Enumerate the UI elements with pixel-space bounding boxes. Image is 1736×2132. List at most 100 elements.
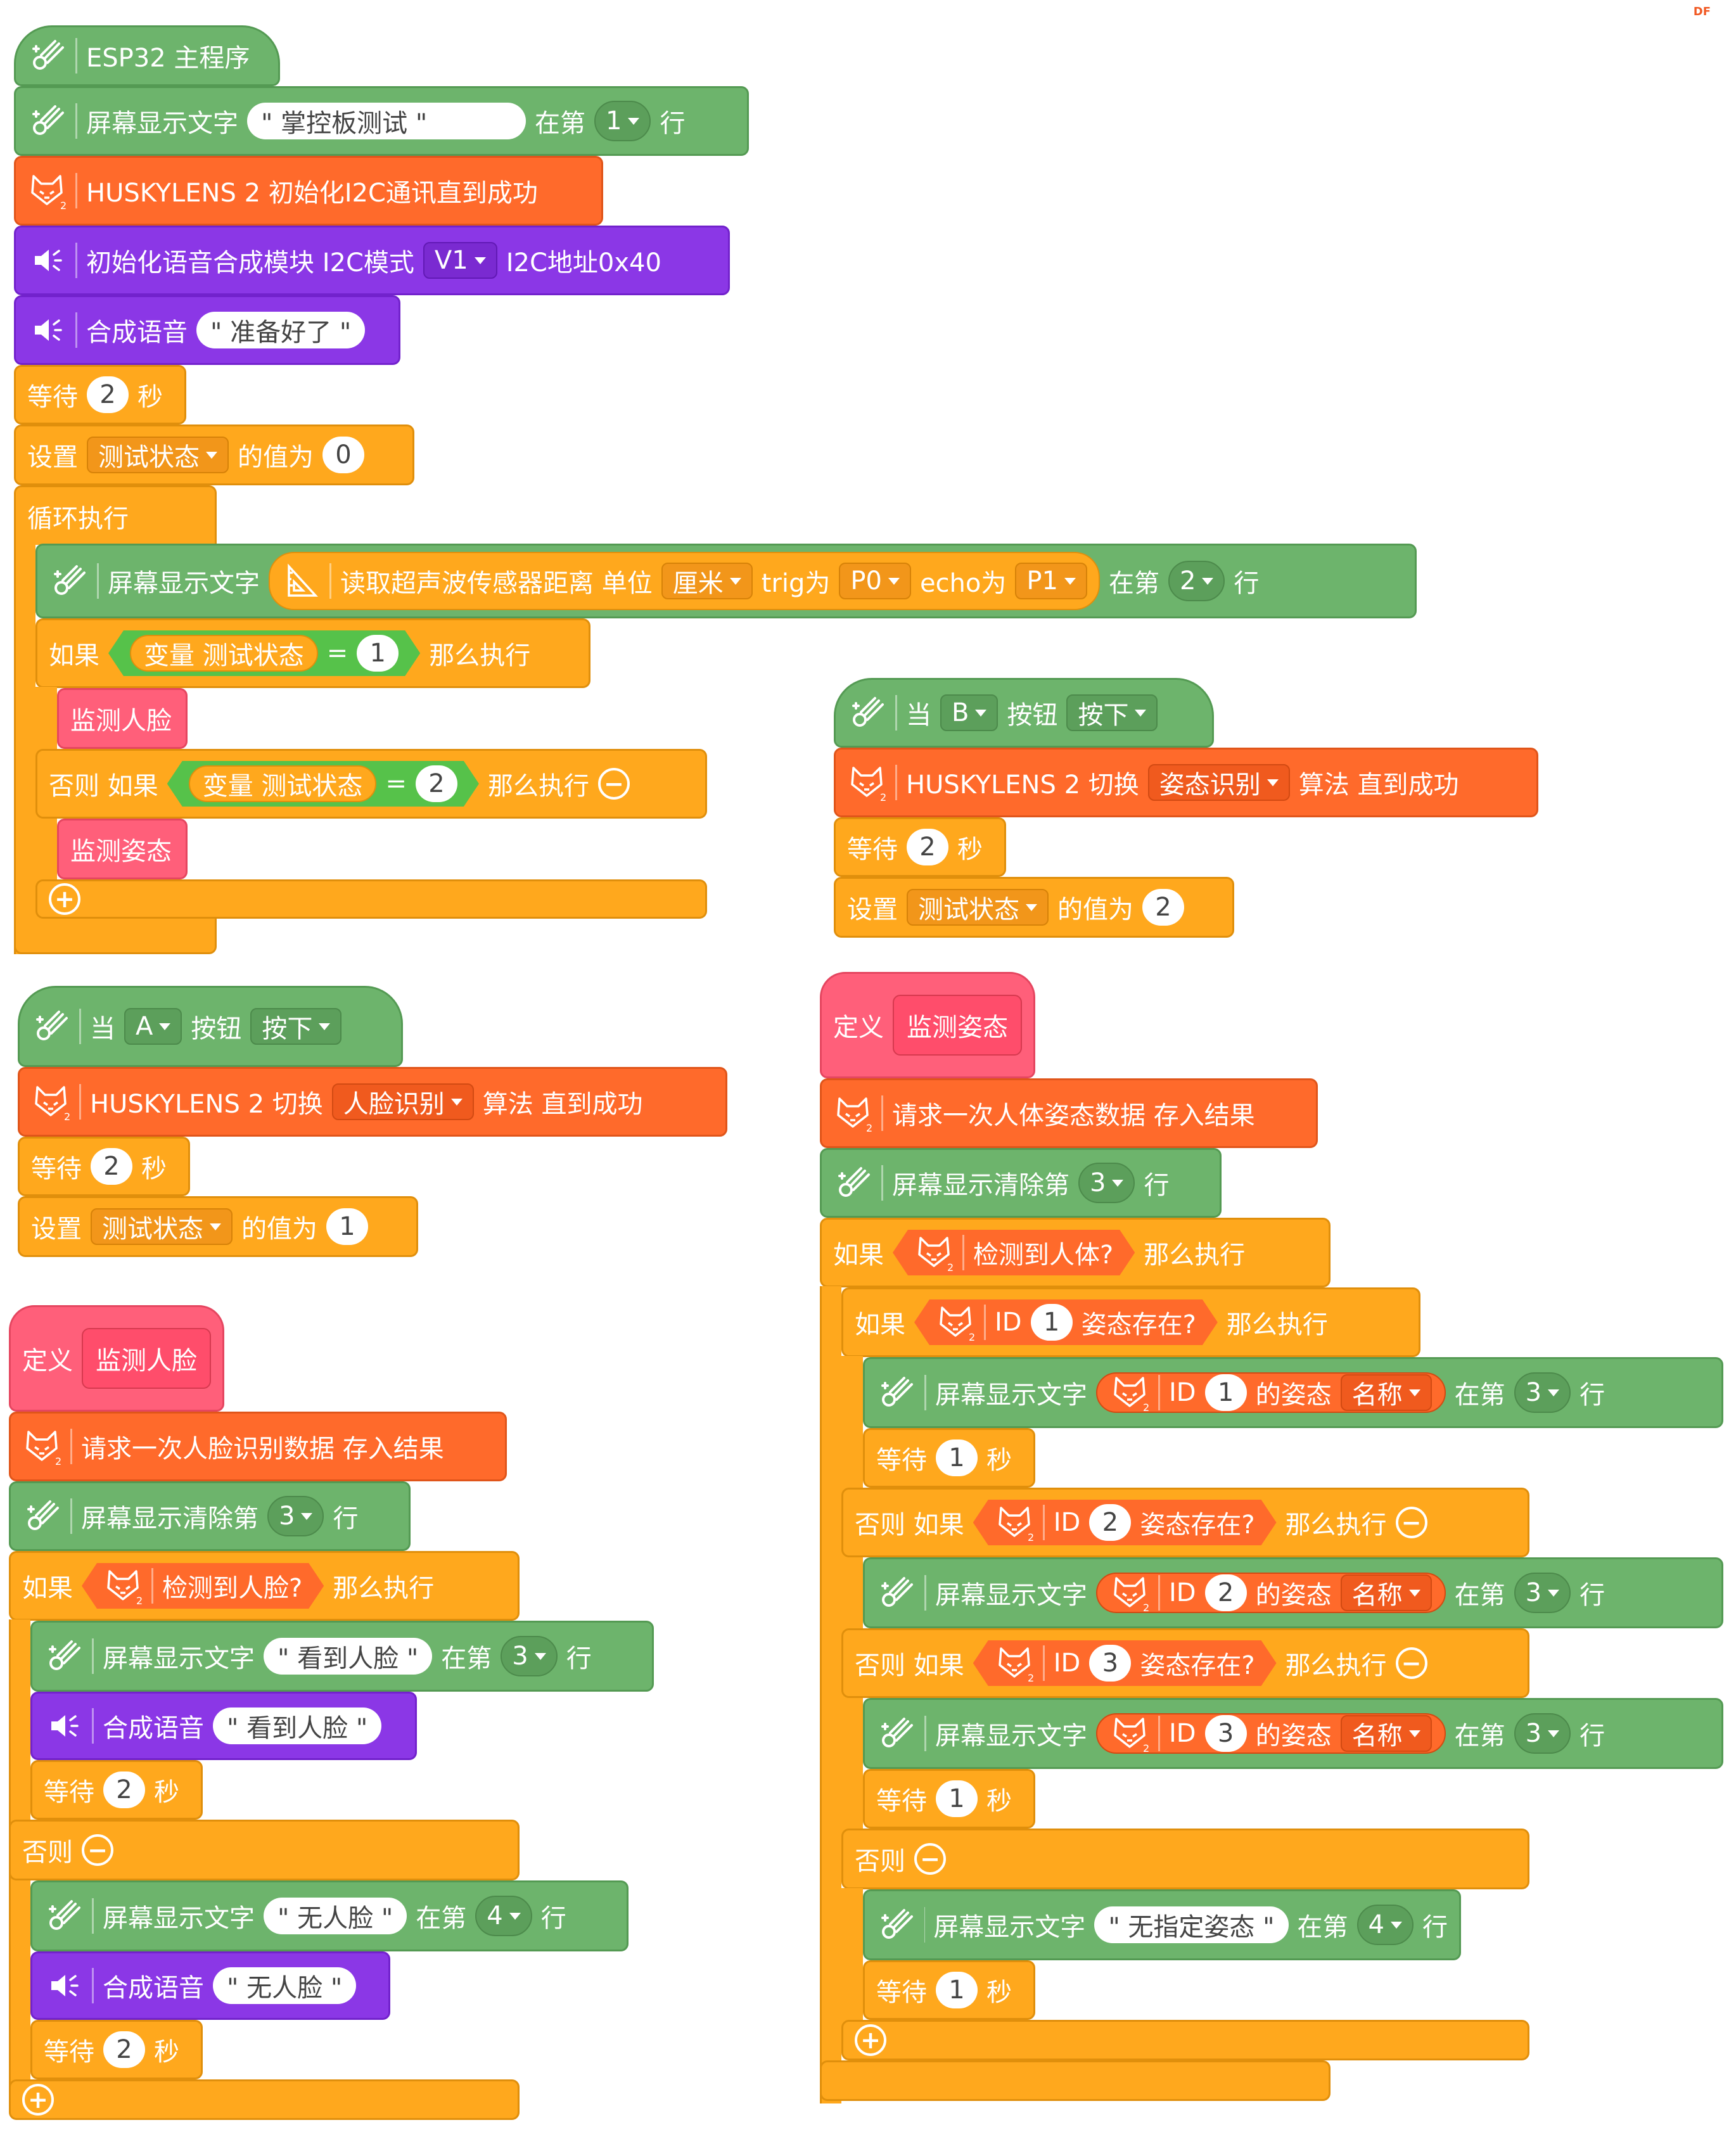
minus-icon[interactable]: − (597, 768, 630, 800)
variable-reporter[interactable]: 变量 测试状态 (130, 635, 318, 672)
procedure-name[interactable]: 监测姿态 (893, 995, 1022, 1056)
number-input[interactable]: 1 (326, 1208, 368, 1245)
main-hat-block[interactable]: ESP32 主程序 (14, 25, 280, 86)
if-face-block[interactable]: 如果 检测到人脸? 那么执行 (9, 1551, 520, 1621)
text-input[interactable]: " 无人脸 " (264, 1898, 407, 1934)
pose-reporter[interactable]: ID 1 的姿态 名称 (1096, 1372, 1446, 1413)
oled-pose-block-2[interactable]: 屏幕显示文字 ID 2 的姿态 名称 在第 3 行 (863, 1557, 1723, 1628)
pose-reporter[interactable]: ID 3 的姿态 名称 (1096, 1713, 1446, 1754)
number-input[interactable]: 3 (1204, 1715, 1247, 1752)
face-detected-condition[interactable]: 检测到人脸? (82, 1563, 324, 1609)
oled-text-block-1[interactable]: 屏幕显示文字 " 掌控板测试 " 在第 1 行 (14, 86, 749, 156)
row-dropdown[interactable]: 4 (475, 1896, 532, 1936)
button-a-hat[interactable]: 当 A 按钮 按下 (18, 986, 403, 1067)
equals-condition[interactable]: 变量 测试状态 = 1 (108, 630, 420, 676)
minus-icon[interactable]: − (1395, 1507, 1427, 1538)
oled-pose-block-3[interactable]: 屏幕显示文字 ID 3 的姿态 名称 在第 3 行 (863, 1698, 1723, 1769)
variable-dropdown[interactable]: 测试状态 (87, 437, 229, 473)
variable-reporter[interactable]: 变量 测试状态 (189, 765, 377, 802)
number-input[interactable]: 2 (1204, 1574, 1247, 1611)
if-block[interactable]: 如果 变量 测试状态 = 1 那么执行 (35, 618, 590, 688)
number-input[interactable]: 1 (936, 1439, 978, 1476)
else-block[interactable]: 否则 − (9, 1820, 520, 1880)
define-face-block[interactable]: 定义 监测人脸 (9, 1305, 224, 1412)
number-input[interactable]: 2 (907, 829, 948, 865)
row-dropdown[interactable]: 3 (267, 1496, 324, 1536)
tts-init-block[interactable]: 初始化语音合成模块 I2C模式 V1 I2C地址0x40 (14, 226, 730, 295)
oled-text-block-2[interactable]: 屏幕显示文字 读取超声波传感器距离 单位 厘米 trig为 P0 echo为 P… (35, 544, 1417, 618)
row-dropdown[interactable]: 1 (594, 101, 651, 141)
wait-block[interactable]: 等待 2 秒 (30, 2020, 203, 2079)
wait-block[interactable]: 等待 2 秒 (834, 817, 1006, 877)
husky-switch-block-a[interactable]: HUSKYLENS 2 切换 人脸识别 算法 直到成功 (18, 1067, 727, 1137)
field-dropdown[interactable]: 名称 (1340, 1715, 1432, 1752)
wait-block[interactable]: 等待 1 秒 (863, 1428, 1035, 1488)
tts-say-block[interactable]: 合成语音 " 无人脸 " (30, 1951, 390, 2020)
set-var-block[interactable]: 设置 测试状态 的值为 0 (14, 424, 414, 485)
number-input[interactable]: 2 (87, 376, 129, 413)
row-dropdown[interactable]: 3 (1078, 1163, 1135, 1203)
wait-block[interactable]: 等待 2 秒 (18, 1137, 190, 1196)
unit-dropdown[interactable]: 厘米 (661, 563, 753, 599)
wait-block[interactable]: 等待 2 秒 (30, 1760, 203, 1820)
wait-block[interactable]: 等待 1 秒 (863, 1769, 1035, 1829)
state-dropdown[interactable]: 按下 (1066, 694, 1158, 731)
algorithm-dropdown[interactable]: 人脸识别 (331, 1083, 474, 1120)
text-input[interactable]: " 看到人脸 " (264, 1638, 433, 1675)
row-dropdown[interactable]: 3 (501, 1636, 558, 1676)
row-dropdown[interactable]: 2 (1168, 561, 1225, 601)
version-dropdown[interactable]: V1 (423, 242, 497, 279)
number-input[interactable]: 2 (1142, 889, 1184, 926)
algorithm-dropdown[interactable]: 姿态识别 (1147, 764, 1290, 801)
number-input[interactable]: 2 (91, 1148, 132, 1185)
minus-icon[interactable]: − (82, 1834, 113, 1866)
else-block[interactable]: 否则 − (841, 1829, 1529, 1889)
ultrasonic-reporter[interactable]: 读取超声波传感器距离 单位 厘米 trig为 P0 echo为 P1 (269, 552, 1100, 610)
request-face-block[interactable]: 请求一次人脸识别数据 存入结果 (9, 1412, 507, 1481)
pose-exists-condition[interactable]: ID 1 姿态存在? (914, 1299, 1218, 1345)
call-pose-block[interactable]: 监测姿态 (57, 819, 188, 879)
field-dropdown[interactable]: 名称 (1340, 1374, 1432, 1411)
wait-block[interactable]: 等待 2 秒 (14, 365, 186, 424)
variable-dropdown[interactable]: 测试状态 (91, 1208, 233, 1245)
define-pose-block[interactable]: 定义 监测姿态 (820, 972, 1035, 1078)
button-dropdown[interactable]: A (124, 1008, 182, 1045)
row-dropdown[interactable]: 3 (1514, 1573, 1571, 1613)
if-body-block[interactable]: 如果 检测到人体? 那么执行 (820, 1218, 1331, 1287)
husky-init-block[interactable]: HUSKYLENS 2 初始化I2C通讯直到成功 (14, 156, 603, 226)
variable-dropdown[interactable]: 测试状态 (907, 889, 1049, 926)
else-if-block[interactable]: 否则 如果 变量 测试状态 = 2 那么执行 − (35, 749, 707, 819)
number-input[interactable]: 3 (1089, 1645, 1131, 1682)
wait-block[interactable]: 等待 1 秒 (863, 1960, 1035, 2020)
set-var-block[interactable]: 设置 测试状态 的值为 1 (18, 1196, 418, 1257)
number-input[interactable]: 2 (103, 1771, 145, 1808)
pose-exists-condition[interactable]: ID 3 姿态存在? (973, 1640, 1277, 1686)
oled-text-block[interactable]: 屏幕显示文字 " 无人脸 " 在第 4 行 (30, 1880, 629, 1951)
button-dropdown[interactable]: B (940, 694, 999, 731)
number-input[interactable]: 2 (1089, 1504, 1131, 1541)
field-dropdown[interactable]: 名称 (1340, 1574, 1432, 1611)
row-dropdown[interactable]: 3 (1514, 1713, 1571, 1754)
oled-clear-block[interactable]: 屏幕显示清除第 3 行 (9, 1481, 411, 1551)
plus-icon[interactable]: + (855, 2024, 886, 2056)
echo-pin-dropdown[interactable]: P1 (1015, 563, 1087, 599)
text-input[interactable]: " 看到人脸 " (213, 1708, 382, 1744)
number-input[interactable]: 1 (936, 1972, 978, 2008)
oled-clear-block[interactable]: 屏幕显示清除第 3 行 (820, 1148, 1222, 1218)
tts-say-block[interactable]: 合成语音 " 看到人脸 " (30, 1692, 417, 1760)
trig-pin-dropdown[interactable]: P0 (839, 563, 911, 599)
plus-icon[interactable]: + (49, 883, 80, 915)
procedure-name[interactable]: 监测人脸 (82, 1328, 211, 1389)
pose-exists-condition[interactable]: ID 2 姿态存在? (973, 1500, 1277, 1545)
button-b-hat[interactable]: 当 B 按钮 按下 (834, 678, 1214, 748)
state-dropdown[interactable]: 按下 (250, 1008, 342, 1045)
row-dropdown[interactable]: 4 (1356, 1905, 1414, 1945)
if-pose1-block[interactable]: 如果 ID 1 姿态存在? 那么执行 (841, 1287, 1420, 1357)
request-pose-block[interactable]: 请求一次人体姿态数据 存入结果 (820, 1078, 1318, 1148)
number-input[interactable]: 2 (103, 2031, 145, 2068)
number-input[interactable]: 2 (416, 765, 457, 802)
row-dropdown[interactable]: 3 (1514, 1372, 1571, 1413)
text-input[interactable]: " 无指定姿态 " (1094, 1906, 1289, 1943)
set-var-block[interactable]: 设置 测试状态 的值为 2 (834, 877, 1234, 938)
number-input[interactable]: 1 (1204, 1374, 1247, 1411)
